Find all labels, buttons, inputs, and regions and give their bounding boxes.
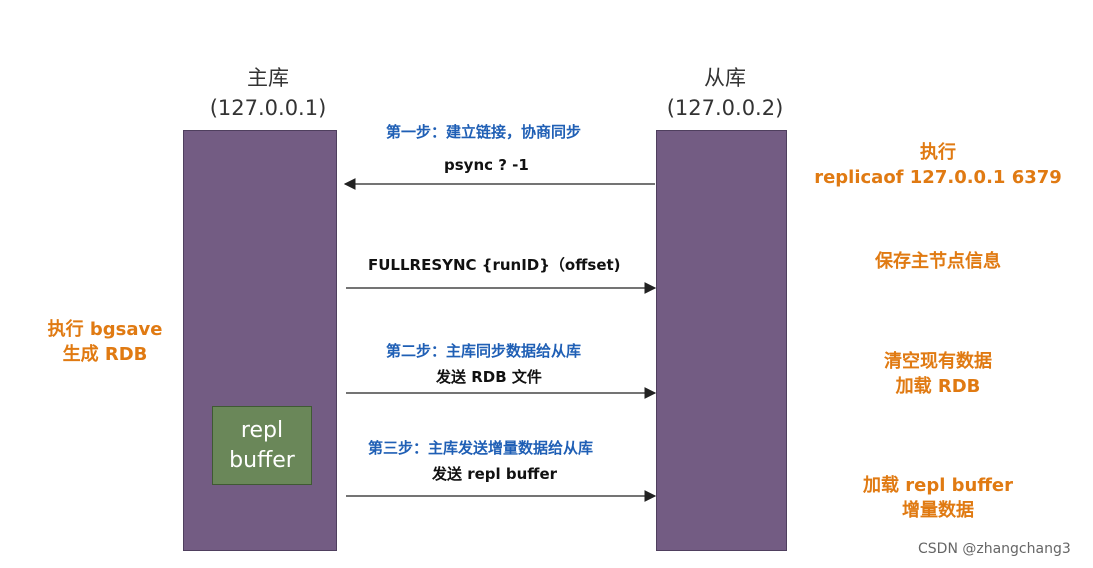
send-rdb-label: 发送 RDB 文件	[436, 368, 542, 386]
master-name: 主库	[247, 66, 289, 90]
step3-label: 第三步：主库发送增量数据给从库	[368, 439, 594, 457]
step2-label: 第二步：主库同步数据给从库	[386, 342, 582, 360]
bgsave-line2: 生成 RDB	[62, 344, 148, 365]
replicaof-line1: 执行	[920, 142, 956, 163]
slave-name: 从库	[704, 66, 746, 90]
repl-buffer-line1: repl	[240, 417, 284, 443]
load-buffer-line2: 增量数据	[902, 500, 974, 521]
send-buffer-label: 发送 repl buffer	[432, 465, 558, 483]
slave-save-info-note: 保存主节点信息	[875, 251, 1001, 272]
master-bgsave-note: 执行 bgsave 生成 RDB	[40, 317, 170, 367]
master-title: 主库 (127.0.0.1)	[183, 63, 353, 123]
load-rdb-line2: 加载 RDB	[895, 376, 981, 397]
psync-label: psync ? -1	[444, 156, 529, 174]
master-ip: (127.0.0.1)	[209, 96, 327, 120]
csdn-watermark: CSDN @zhangchang3	[918, 541, 1071, 557]
repl-buffer-box: repl buffer	[212, 406, 312, 485]
slave-title: 从库 (127.0.0.2)	[630, 63, 820, 123]
bgsave-line1: 执行 bgsave	[47, 319, 163, 340]
slave-ip: (127.0.0.2)	[666, 96, 784, 120]
slave-load-buffer-note: 加载 repl buffer 增量数据	[828, 473, 1048, 523]
slave-lifeline	[656, 130, 787, 551]
step1-label: 第一步：建立链接，协商同步	[386, 123, 582, 141]
load-buffer-line1: 加载 repl buffer	[862, 475, 1014, 496]
slave-load-rdb-note: 清空现有数据 加载 RDB	[838, 349, 1038, 399]
fullresync-label: FULLRESYNC {runID}（offset)	[368, 256, 621, 274]
replicaof-line2: replicaof 127.0.0.1 6379	[814, 167, 1062, 188]
slave-replicaof-note: 执行 replicaof 127.0.0.1 6379	[813, 140, 1063, 190]
load-rdb-line1: 清空现有数据	[884, 351, 992, 372]
repl-buffer-line2: buffer	[229, 447, 295, 473]
